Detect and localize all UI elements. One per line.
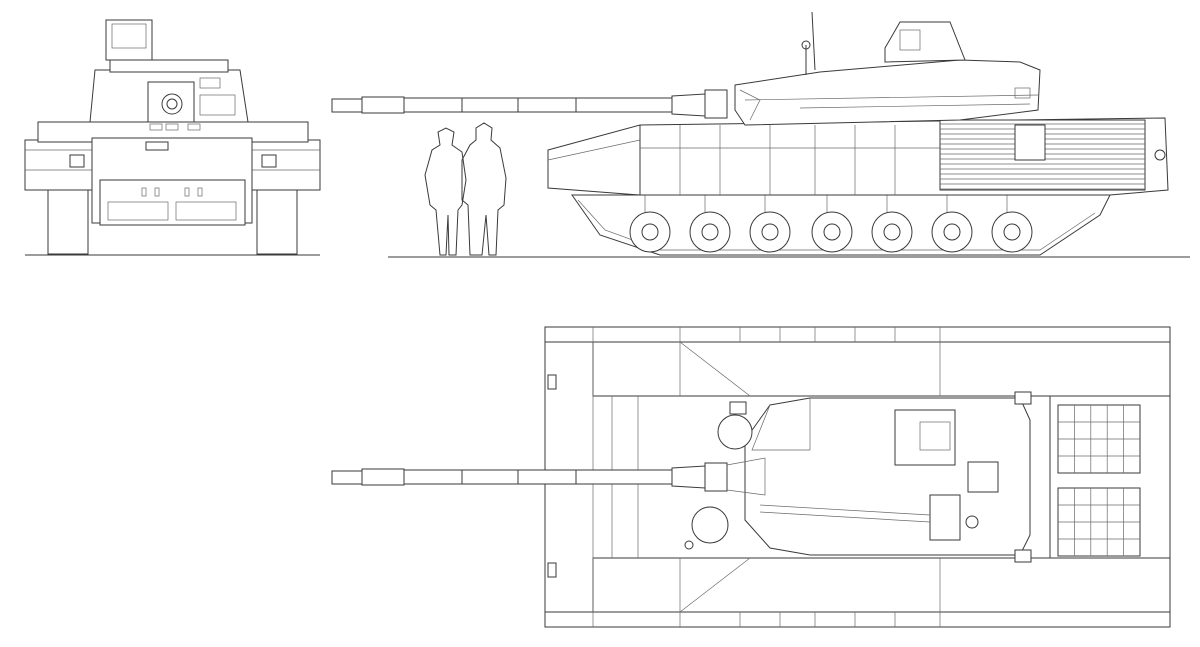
wheel-hub <box>943 223 961 241</box>
road-wheel <box>749 211 791 253</box>
top-right-fender <box>592 557 1171 613</box>
human-figure-right <box>461 122 507 256</box>
front-left-track <box>47 189 89 255</box>
wheel-hub <box>641 223 659 241</box>
front-sight-box <box>105 19 153 61</box>
human-figure-left <box>424 127 467 256</box>
wheel-hub <box>1003 223 1021 241</box>
road-wheel <box>811 211 853 253</box>
top-view <box>331 326 1171 628</box>
front-gun-mantlet <box>147 81 195 123</box>
side-view <box>331 11 1190 258</box>
road-wheels <box>629 195 1033 253</box>
side-antenna <box>811 11 816 71</box>
road-wheel <box>629 211 671 253</box>
road-wheel <box>689 211 731 253</box>
road-wheel <box>991 211 1033 253</box>
front-right-track <box>256 189 298 255</box>
wheel-hub <box>823 223 841 241</box>
top-hatch-left <box>717 414 753 450</box>
top-gun-barrel <box>331 457 766 496</box>
front-view <box>24 19 321 256</box>
top-hatch-right <box>691 506 729 544</box>
front-gun-muzzle <box>161 93 183 115</box>
side-gun-barrel <box>331 89 728 119</box>
top-left-fender <box>592 341 1171 397</box>
road-wheel <box>871 211 913 253</box>
side-turret <box>734 59 1041 126</box>
road-wheel <box>931 211 973 253</box>
wheel-hub <box>701 223 719 241</box>
wheel-hub <box>883 223 901 241</box>
wheel-hub <box>761 223 779 241</box>
